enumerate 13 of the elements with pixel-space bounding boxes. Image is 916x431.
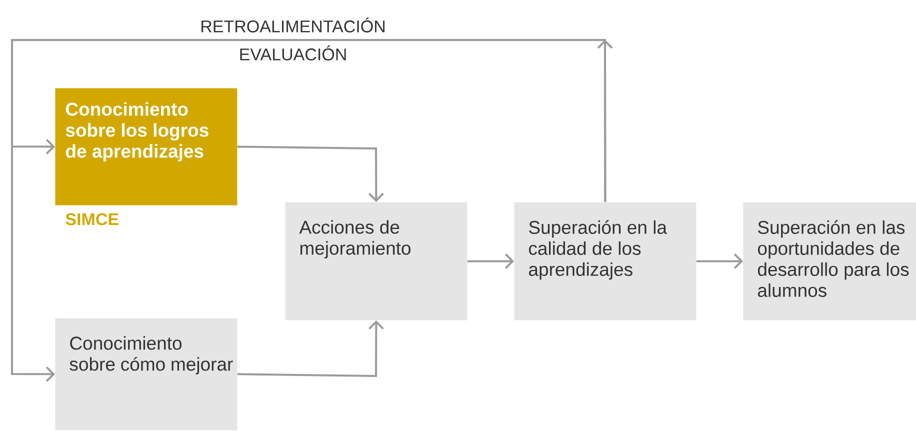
arrow (467, 253, 514, 269)
arrow (11, 39, 606, 382)
process-box: Superación en la calidad de los aprendizajes (514, 202, 696, 320)
process-box: Superación en las oportunidades de desarrollo para los alumnos (743, 202, 916, 320)
arrow (696, 253, 743, 269)
process-box: Acciones de mejoramiento (285, 202, 468, 320)
edge-label: RETROALIMENTACIÓN (199, 16, 387, 34)
caption-text: SIMCE (66, 213, 118, 226)
process-box: Conocimiento sobre cómo mejorar (55, 318, 238, 430)
edge-label: EVALUACIÓN (238, 44, 348, 62)
arrow (237, 146, 384, 202)
arrow (237, 320, 384, 377)
highlight-box: Conocimiento sobre los logros de aprendizajes (55, 88, 238, 206)
